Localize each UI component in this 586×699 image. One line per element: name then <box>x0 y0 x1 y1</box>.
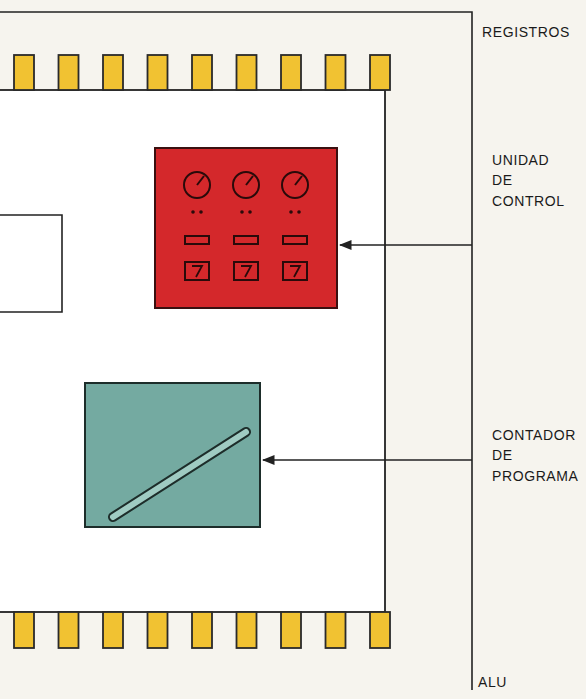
dial-symbol <box>295 176 302 185</box>
leader-arrow <box>263 459 472 461</box>
program-counter-block <box>113 432 246 517</box>
chip-pin <box>192 55 212 90</box>
dial-symbol <box>184 172 308 280</box>
chip-pin <box>59 612 79 648</box>
chip-pin <box>148 55 168 90</box>
chip-pin <box>14 55 34 90</box>
dial-symbol <box>199 210 203 214</box>
dial-symbol <box>197 176 204 185</box>
program-counter-block <box>113 432 246 517</box>
bus-bracket <box>0 215 62 312</box>
dial-symbol <box>191 210 195 214</box>
chip-pin <box>326 55 346 90</box>
chip-pin <box>326 612 346 648</box>
dial-symbol <box>192 266 202 277</box>
leader-arrow <box>340 244 472 246</box>
dial-symbol <box>283 262 307 280</box>
program-counter-block <box>85 383 260 527</box>
control-unit-block <box>155 148 337 308</box>
dial-symbol <box>233 172 259 198</box>
dial-symbol <box>246 176 253 185</box>
chip-pin <box>103 55 123 90</box>
dial-symbol <box>282 172 308 198</box>
dial-symbol <box>234 236 258 244</box>
bus-bracket <box>0 215 62 312</box>
chip-pin <box>281 612 301 648</box>
chip-pin <box>148 612 168 648</box>
chip-pin <box>192 612 212 648</box>
chip-pin <box>59 55 79 90</box>
part-label: ALU <box>478 672 507 692</box>
chip-pin <box>370 55 390 90</box>
part-label: UNIDAD DE CONTROL <box>492 150 565 211</box>
chip-pin <box>103 612 123 648</box>
dial-symbol <box>240 210 244 214</box>
program-counter-block <box>85 383 260 527</box>
dial-symbol <box>234 262 258 280</box>
chip-pin <box>237 55 257 90</box>
leader-arrow <box>263 245 472 460</box>
part-label: CONTADOR DE PROGRAMA <box>492 425 578 486</box>
control-unit-block <box>155 148 337 308</box>
dial-symbol <box>185 236 209 244</box>
dial-symbol <box>283 236 307 244</box>
chip-body <box>0 90 385 612</box>
chip-pin <box>14 612 34 648</box>
chip-pin <box>14 55 390 90</box>
dial-symbol <box>297 210 301 214</box>
chip-body <box>0 90 385 612</box>
chip-pin <box>370 612 390 648</box>
dial-symbol <box>185 262 209 280</box>
chip-pin <box>237 612 257 648</box>
chip-pin <box>281 55 301 90</box>
dial-symbol <box>289 210 293 214</box>
dial-symbol <box>290 266 300 277</box>
part-label: REGISTROS <box>482 22 570 42</box>
dial-symbol <box>248 210 252 214</box>
chip-pin <box>14 612 390 648</box>
dial-symbol <box>241 266 251 277</box>
dial-symbol <box>184 172 210 198</box>
